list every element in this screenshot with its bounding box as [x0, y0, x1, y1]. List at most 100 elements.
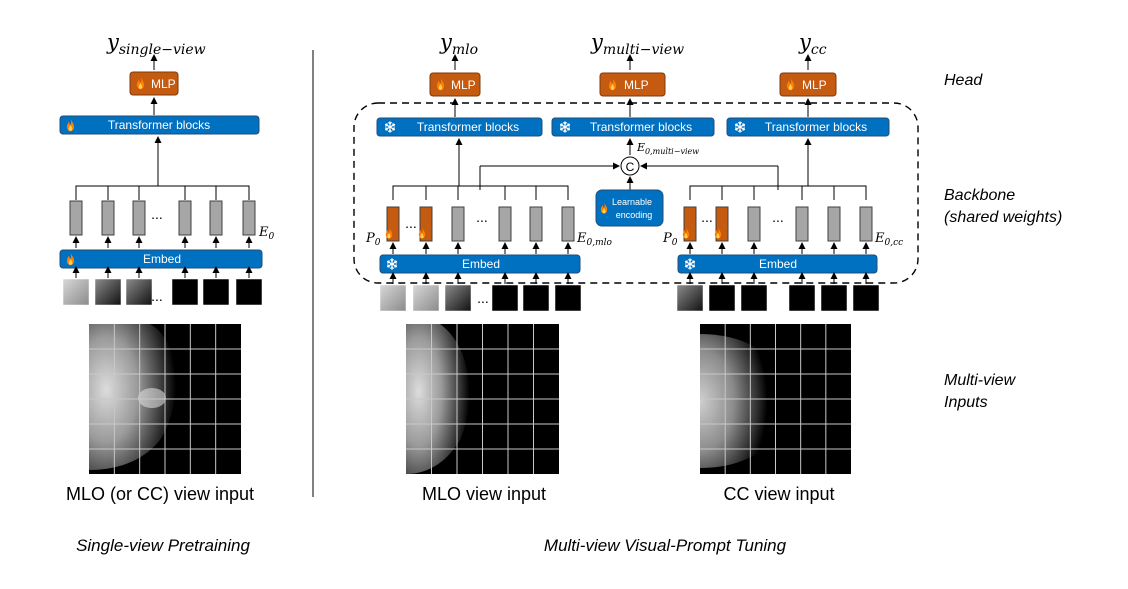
- transformer-cc-label: Transformer blocks: [765, 120, 867, 134]
- patch-ellipsis-mlo: ...: [477, 290, 489, 306]
- learnable-label-2: encoding: [616, 210, 653, 220]
- cc-mammogram: [700, 324, 851, 474]
- single-view-output-label: ysingle−view: [106, 30, 206, 58]
- image-patch: [62, 278, 90, 306]
- mlp-cc: MLP: [779, 72, 837, 97]
- patch-token: [242, 200, 256, 236]
- mlo-input-label: MLO view input: [422, 484, 546, 504]
- prompt-ellipsis-cc: ...: [701, 209, 713, 225]
- patch-token: [132, 200, 146, 236]
- transformer-mlo: Transformer blocks: [376, 117, 543, 137]
- merge-bracket-mlo: [392, 185, 569, 200]
- patch-token: [178, 200, 192, 236]
- transformer-cc: Transformer blocks: [726, 117, 890, 137]
- backbone-frame: [353, 102, 919, 284]
- mlp-mlo: MLP: [429, 72, 481, 97]
- patch-token: [795, 206, 809, 242]
- image-patch: [412, 284, 440, 312]
- token-ellipsis-mlo: ...: [476, 209, 488, 225]
- single-embedding-label: E0: [258, 225, 275, 242]
- patch-token: [827, 206, 841, 242]
- patch-token: [209, 200, 223, 236]
- prompt-label-cc: P0: [662, 231, 678, 248]
- prompt-ellipsis-mlo: ...: [405, 215, 417, 231]
- mlp-cc-label: MLP: [802, 78, 827, 92]
- side-labels: Head Backbone (shared weights) Multi-vie…: [944, 72, 1062, 411]
- mlp-multi-label: MLP: [624, 78, 649, 92]
- image-patch: [740, 284, 768, 312]
- embed-mlo-label: Embed: [462, 257, 500, 271]
- patch-token: [529, 206, 543, 242]
- cc-patches: [676, 272, 880, 312]
- patch-token: [69, 200, 83, 236]
- token-ellipsis: ...: [151, 206, 163, 222]
- multi-embedding-label: E0,multi−view: [636, 141, 699, 156]
- single-view-mammogram: [89, 324, 241, 474]
- multi-view-panel: ymlo ymulti−view ycc MLP MLP MLP: [353, 30, 919, 555]
- embed-cc-box: Embed: [677, 254, 878, 274]
- mlo-tokens: [385, 206, 575, 254]
- inputs-label: Inputs: [944, 394, 988, 411]
- learnable-encoding-box: Learnable encoding: [595, 189, 664, 227]
- embed-cc-label: Embed: [759, 257, 797, 271]
- single-embed-label: Embed: [143, 252, 181, 266]
- output-mlo-label: ymlo: [439, 30, 478, 58]
- image-patch: [554, 284, 582, 312]
- concat-node: [620, 156, 640, 176]
- token-ellipsis-cc: ...: [772, 209, 784, 225]
- mlo-mammogram: [406, 324, 559, 474]
- single-view-tokens: [69, 200, 256, 248]
- single-transformer-box: [59, 115, 260, 135]
- image-patch: [171, 278, 199, 306]
- image-patch: [125, 278, 153, 306]
- shared-weights-label: (shared weights): [944, 209, 1062, 226]
- single-mlp-label: MLP: [151, 77, 176, 91]
- image-patch: [94, 278, 122, 306]
- image-patch: [788, 284, 816, 312]
- cc-embedding-label: E0,cc: [874, 231, 903, 248]
- patch-token: [498, 206, 512, 242]
- backbone-label: Backbone: [944, 187, 1015, 204]
- patch-ellipsis-cc: ...: [797, 290, 809, 306]
- single-mlp-box: [129, 71, 179, 96]
- mlp-multi-view: MLP: [599, 72, 666, 97]
- head-label: Head: [944, 72, 983, 89]
- concat-symbol: C: [626, 160, 635, 174]
- patch-token: [561, 206, 575, 242]
- transformer-mlo-label: Transformer blocks: [417, 120, 519, 134]
- single-embed-box: [59, 249, 263, 269]
- transformer-multi-view: Transformer blocks: [551, 117, 715, 137]
- learnable-label-1: Learnable: [612, 197, 652, 207]
- cc-tokens: [682, 206, 873, 254]
- output-cc-label: ycc: [798, 30, 827, 58]
- single-transformer-label: Transformer blocks: [108, 118, 210, 132]
- single-input-label: MLO (or CC) view input: [66, 484, 254, 504]
- image-patch: [820, 284, 848, 312]
- image-patch: [708, 284, 736, 312]
- patch-token: [451, 206, 465, 242]
- image-patch: [202, 278, 230, 306]
- merge-bracket: [75, 185, 250, 200]
- prompt-label-mlo: P0: [365, 231, 381, 248]
- patch-token: [859, 206, 873, 242]
- image-patch: [444, 284, 472, 312]
- image-patch: [676, 284, 704, 312]
- image-patch: [235, 278, 263, 306]
- multi-view-caption: Multi-view Visual-Prompt Tuning: [544, 536, 787, 555]
- patch-ellipsis: ...: [151, 288, 163, 304]
- image-patch: [379, 284, 407, 312]
- single-view-panel: ysingle−view MLP Transformer blocks ... …: [59, 30, 275, 555]
- single-view-caption: Single-view Pretraining: [76, 536, 250, 555]
- patch-token: [747, 206, 761, 242]
- image-patch: [522, 284, 550, 312]
- multi-view-label: Multi-view: [944, 372, 1017, 389]
- mlo-embedding-label: E0,mlo: [576, 231, 612, 248]
- transformer-multi-label: Transformer blocks: [590, 120, 692, 134]
- mlp-mlo-label: MLP: [451, 78, 476, 92]
- patch-token: [101, 200, 115, 236]
- single-view-patches: [62, 266, 263, 306]
- cc-input-label: CC view input: [723, 484, 834, 504]
- mlo-patches: [379, 272, 582, 312]
- output-multi-view-label: ymulti−view: [590, 30, 684, 58]
